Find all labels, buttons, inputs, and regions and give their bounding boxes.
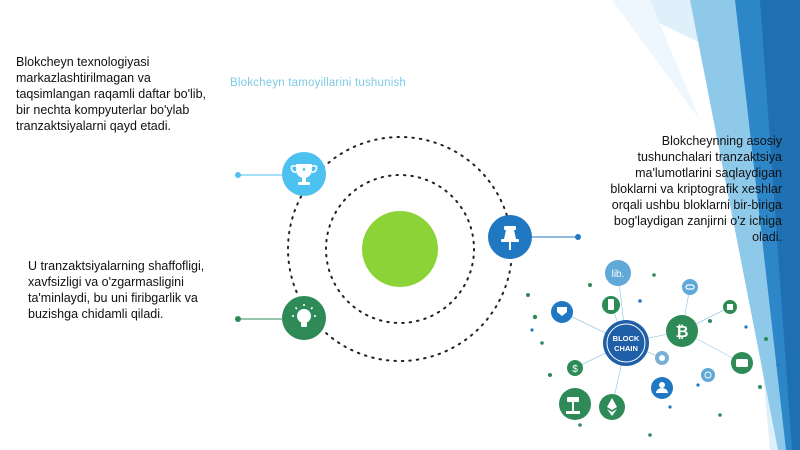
trophy-icon (290, 164, 318, 185)
globe-icon (701, 368, 715, 382)
pushpin-node (488, 215, 532, 259)
lib-badge-icon: lib. (605, 260, 631, 286)
user-group-icon (651, 377, 673, 399)
paragraph-transparency: U tranzaktsiyalarning shaffofligi, xavfs… (28, 259, 205, 321)
lightbulb-icon (292, 304, 316, 327)
connector-right-dot (575, 234, 581, 240)
gavel-icon (559, 388, 591, 420)
slide-heading: Blokcheyn tamoyillarini tushunish (230, 77, 406, 89)
chain-link-icon (682, 279, 698, 295)
connector-bottom-dot (235, 316, 241, 322)
center-circle (362, 211, 438, 287)
pushpin-icon (501, 226, 519, 250)
trophy-node (282, 152, 326, 196)
dollar-icon: $ (567, 360, 583, 376)
svg-text:lib.: lib. (612, 269, 625, 280)
network-dots (526, 273, 768, 437)
wallet-icon (731, 352, 753, 374)
grid-icon (723, 300, 737, 314)
paragraph-decentralized: Blokcheyn texnologiyasi markazlashtirilm… (16, 55, 206, 133)
ethereum-icon (599, 394, 625, 420)
paragraph-key-concepts: Blokcheynning asosiy tushunchalari tranz… (610, 134, 782, 244)
blockchain-badge-icon: BLOCK CHAIN (603, 320, 649, 366)
svg-text:₿: ₿ (675, 323, 688, 341)
svg-text:$: $ (572, 364, 578, 375)
connector-top-dot (235, 172, 241, 178)
svg-text:BLOCK: BLOCK (613, 334, 640, 343)
blockchain-network-illustration: lib. $ BLOCK CHAIN ₿ (526, 260, 780, 437)
phone-icon (602, 296, 620, 314)
inner-orbit (325, 174, 475, 324)
shield-icon (551, 301, 573, 323)
lightbulb-node (282, 296, 326, 340)
network-node-icon (655, 351, 669, 365)
bitcoin-icon: ₿ (666, 315, 698, 347)
svg-text:CHAIN: CHAIN (614, 344, 638, 353)
